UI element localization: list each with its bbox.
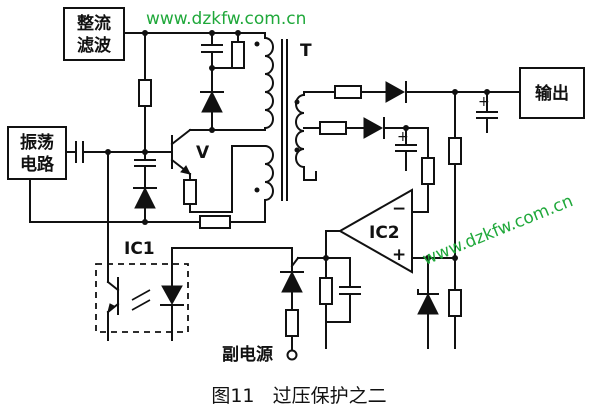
aux-winding-path: +	[315, 117, 435, 213]
feedback-line	[29, 178, 266, 229]
aux-cap-plus: +	[397, 129, 409, 145]
output-block: 输出	[519, 67, 585, 119]
ic2-comparator: IC2 − +	[325, 188, 429, 274]
ic1-optocoupler: IC1	[95, 239, 189, 341]
scr-trigger-network: 副电源	[222, 247, 361, 365]
main-output-path	[329, 81, 521, 103]
snubber-network	[200, 32, 245, 133]
oscillator-label-line2: 电路	[20, 154, 55, 175]
transformer-core: T	[281, 39, 312, 201]
rectifier-label-line1: 整流	[77, 13, 111, 34]
ic1-to-scr-wire	[171, 247, 293, 265]
ic1-label: IC1	[124, 239, 155, 259]
figure-caption: 图11 过压保护之二	[211, 385, 386, 407]
output-cap-plus: +	[478, 94, 490, 110]
transformer-label: T	[300, 41, 312, 61]
oscillator-label-line1: 振荡	[20, 132, 54, 153]
output-capacitor: +	[476, 91, 498, 133]
watermark-top: www.dzkfw.com.cn	[146, 9, 306, 29]
watermark-right: www.dzkfw.com.cn	[420, 191, 576, 270]
base-network	[133, 151, 157, 223]
power-transistor: V	[170, 128, 233, 213]
oscillator-block: 振荡 电路	[7, 126, 67, 180]
output-label: 输出	[535, 83, 569, 104]
ic2-plus: +	[392, 245, 406, 265]
voltage-divider	[448, 91, 462, 349]
rectifier-filter-block: 整流 滤波	[63, 7, 125, 61]
oscillator-coupling	[65, 141, 173, 265]
zener-reference	[417, 255, 456, 349]
transformer-secondary	[294, 91, 331, 181]
transistor-label: V	[196, 143, 210, 163]
ic2-label: IC2	[369, 223, 400, 243]
bias-resistor	[138, 32, 152, 153]
rectifier-label-line2: 滤波	[77, 35, 112, 56]
transformer-feedback-winding	[231, 144, 274, 223]
ic2-minus: −	[392, 199, 406, 219]
aux-supply-label: 副电源	[222, 344, 273, 365]
transformer-primary	[211, 32, 274, 131]
